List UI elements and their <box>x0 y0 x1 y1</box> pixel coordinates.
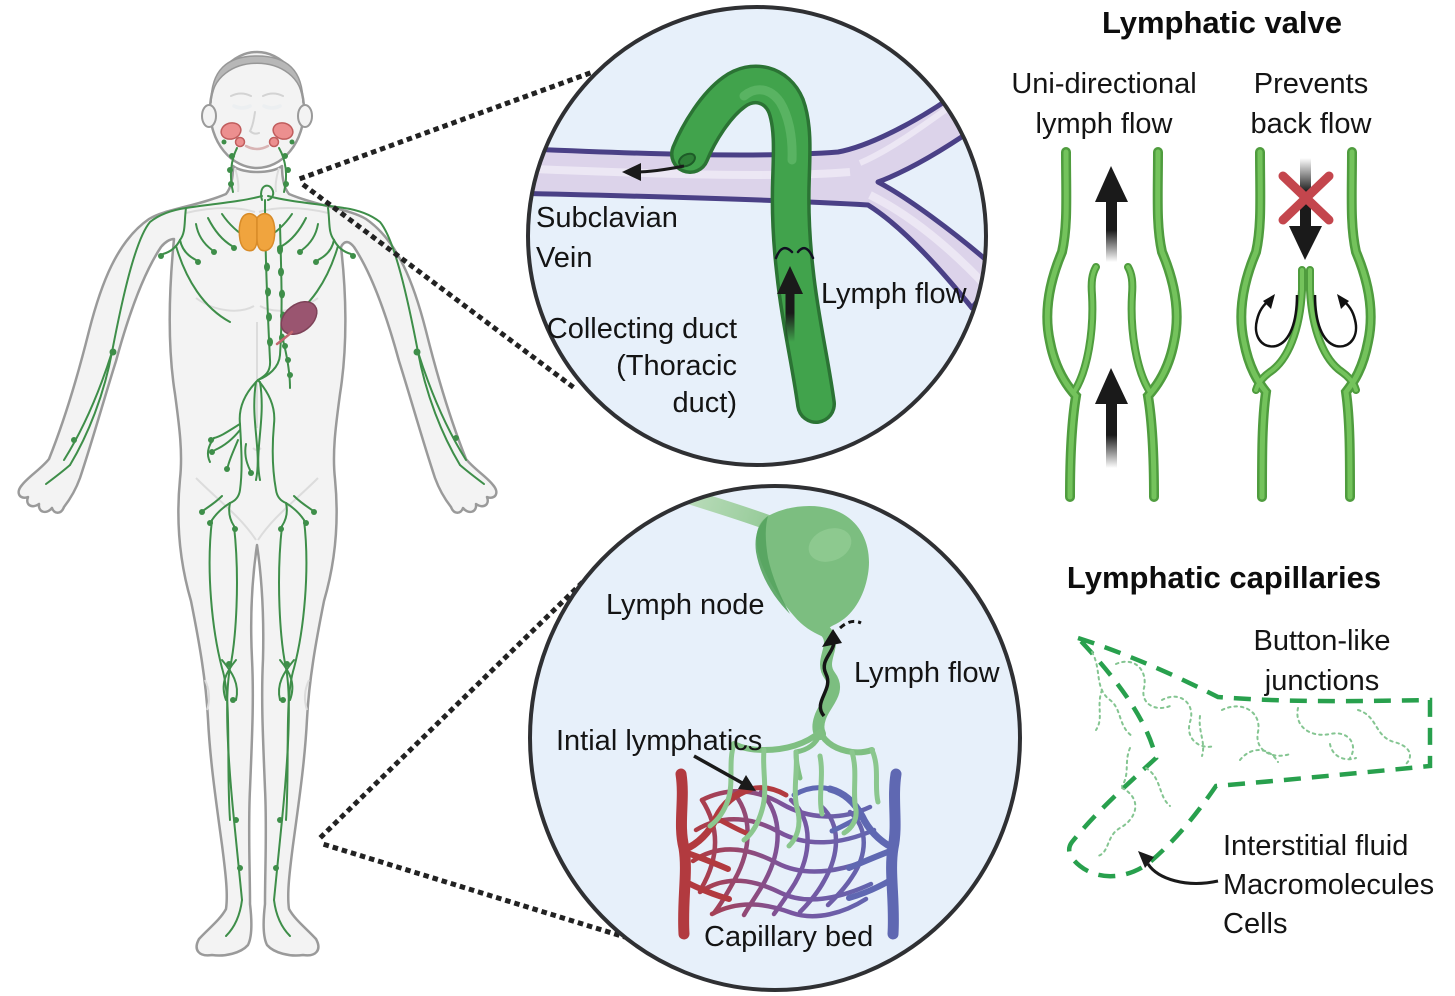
duct-opening <box>678 152 696 168</box>
lymphatic-valve-panel <box>1042 147 1376 502</box>
backflow-swirl-arrows <box>1254 294 1358 348</box>
salivary-glands <box>220 122 294 148</box>
label-lymph-flow-top: Lymph flow <box>821 278 967 310</box>
label-interstitial-line1: Interstitial fluid <box>1223 830 1409 862</box>
initial-lymphatic-fingers <box>707 741 881 849</box>
capillary-dashed-outline <box>1067 635 1433 879</box>
label-unidirectional-flow: Uni-directional lymph flow <box>994 64 1214 144</box>
red-x-icon <box>1278 171 1334 225</box>
capillaries-panel-title: Lymphatic capillaries <box>1066 560 1382 595</box>
label-prevents-backflow: Prevents back flow <box>1201 64 1421 144</box>
inset-ring-bottom <box>528 484 1022 992</box>
initial-lymphatics-pointer-arrow <box>693 754 756 791</box>
label-unidirectional-line1: Uni-directional <box>1011 68 1197 100</box>
label-interstitial-fluid: Interstitial fluid Macromolecules Cells <box>1223 827 1434 944</box>
label-interstitial-line2: Macromolecules <box>1223 869 1435 901</box>
label-interstitial-line3: Cells <box>1223 908 1288 940</box>
uni-directional-arrow-top <box>1095 166 1128 262</box>
valve-panel-title: Lymphatic valve <box>1101 5 1343 40</box>
ear-right <box>297 104 313 128</box>
human-body-figure <box>17 50 498 957</box>
duct-valve-marks <box>774 246 815 260</box>
endothelial-cell-dotted-lines <box>1091 651 1411 857</box>
label-initial-lymphatics: Intial lymphatics <box>556 725 763 757</box>
label-junctions-line1: Button-like <box>1253 625 1391 657</box>
lymph-flow-squiggle-arrow <box>818 619 862 718</box>
inset-capillary-bed <box>528 484 1022 992</box>
vein-inner-highlight <box>528 105 986 288</box>
vein-flow-arrow <box>622 163 685 181</box>
inset-collecting-duct <box>526 5 988 467</box>
label-button-like-junctions: Button-like junctions <box>1212 621 1432 701</box>
lymph-node-shadow <box>755 516 790 614</box>
label-subclavian-vein: Subclavian Vein <box>536 198 678 278</box>
lymphatic-capillaries-panel <box>1067 635 1433 885</box>
label-junctions-line2: junctions <box>1264 665 1380 697</box>
lymph-flow-up-arrow <box>777 266 803 342</box>
hair <box>210 55 304 104</box>
ear-left <box>201 104 217 128</box>
lymph-node-highlight <box>808 528 852 562</box>
body-outline <box>17 164 498 957</box>
label-prevents-line2: back flow <box>1250 108 1372 140</box>
connector-top-upper <box>298 69 594 182</box>
label-capillary-bed: Capillary bed <box>704 921 874 953</box>
uni-directional-arrow-bottom <box>1095 368 1128 468</box>
connector-bottom-lower <box>322 841 658 950</box>
valve-closed-vessel <box>1236 147 1376 502</box>
face-features <box>230 92 284 151</box>
label-subclavian-line1: Subclavian <box>536 202 678 234</box>
connector-top-lower <box>301 182 581 394</box>
label-prevents-line1: Prevents <box>1253 68 1369 100</box>
zoom-connector-lines <box>298 69 658 950</box>
inset-ring-top <box>526 5 988 467</box>
lymphatic-vessel-network <box>45 147 485 937</box>
label-lymph-flow-bottom: Lymph flow <box>854 657 1000 689</box>
label-unidirectional-line2: lymph flow <box>1035 108 1173 140</box>
label-collecting-line2: (Thoracic <box>616 350 737 382</box>
lymph-node-beads <box>71 139 459 871</box>
body-contour-lines <box>185 167 329 711</box>
label-subclavian-line2: Vein <box>536 242 593 274</box>
spleen <box>275 300 318 346</box>
label-collecting-line3: duct) <box>672 387 737 419</box>
thoracic-duct <box>670 64 836 424</box>
label-collecting-line1: Collecting duct <box>546 313 737 345</box>
valve-open-vessel <box>1042 147 1182 502</box>
thymus <box>238 212 276 252</box>
label-collecting-duct: Collecting duct (Thoracic duct) <box>530 311 737 422</box>
label-lymph-node: Lymph node <box>606 589 765 621</box>
interstitial-pointer-arrow <box>1138 851 1219 885</box>
